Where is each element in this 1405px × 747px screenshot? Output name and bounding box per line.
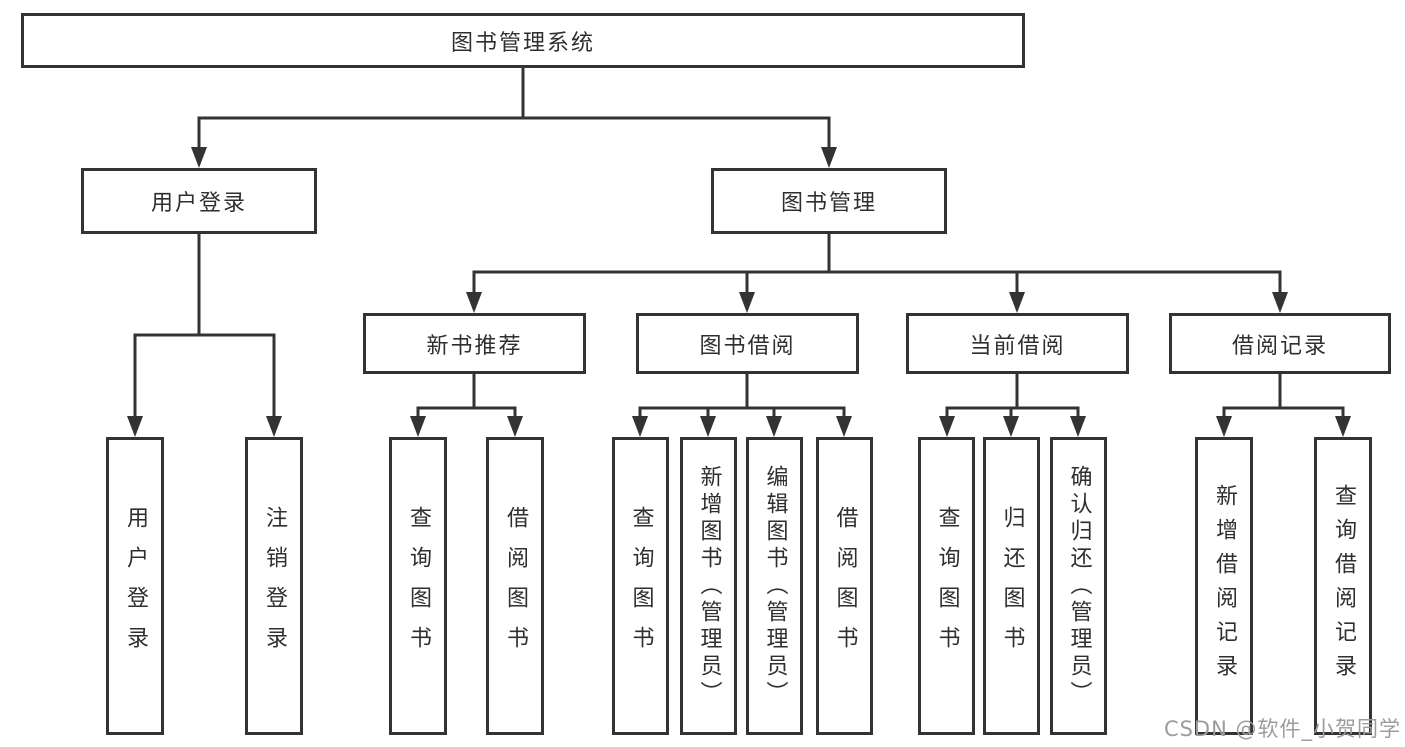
leaf-user-login: 用户登录 xyxy=(106,437,164,735)
node-library-system: 图书管理系统 xyxy=(21,13,1025,68)
leaf-logout: 注销登录 xyxy=(245,437,303,735)
node-new-book-recommend: 新书推荐 xyxy=(363,313,586,374)
leaf-borrow-edit-books-admin: 编辑图书（管理员） xyxy=(746,437,803,735)
node-book-management: 图书管理 xyxy=(711,168,947,234)
leaf-newbook-query-books: 查询图书 xyxy=(389,437,447,735)
leaf-borrow-add-books-admin: 新增图书（管理员） xyxy=(680,437,737,735)
leaf-borrow-borrow-books: 借阅图书 xyxy=(816,437,873,735)
leaf-records-query-record: 查询借阅记录 xyxy=(1314,437,1372,735)
leaf-records-add-record: 新增借阅记录 xyxy=(1195,437,1253,735)
node-user-login: 用户登录 xyxy=(81,168,317,234)
leaf-current-return-books: 归还图书 xyxy=(983,437,1040,735)
leaf-newbook-borrow-books: 借阅图书 xyxy=(486,437,544,735)
leaf-current-confirm-return-admin: 确认归还（管理员） xyxy=(1050,437,1107,735)
leaf-borrow-query-books: 查询图书 xyxy=(612,437,669,735)
node-borrow-records: 借阅记录 xyxy=(1169,313,1391,374)
node-book-borrow: 图书借阅 xyxy=(636,313,859,374)
leaf-current-query-books: 查询图书 xyxy=(918,437,975,735)
node-current-borrow: 当前借阅 xyxy=(906,313,1129,374)
watermark: CSDN @软件_小贺同学 xyxy=(1163,717,1401,741)
